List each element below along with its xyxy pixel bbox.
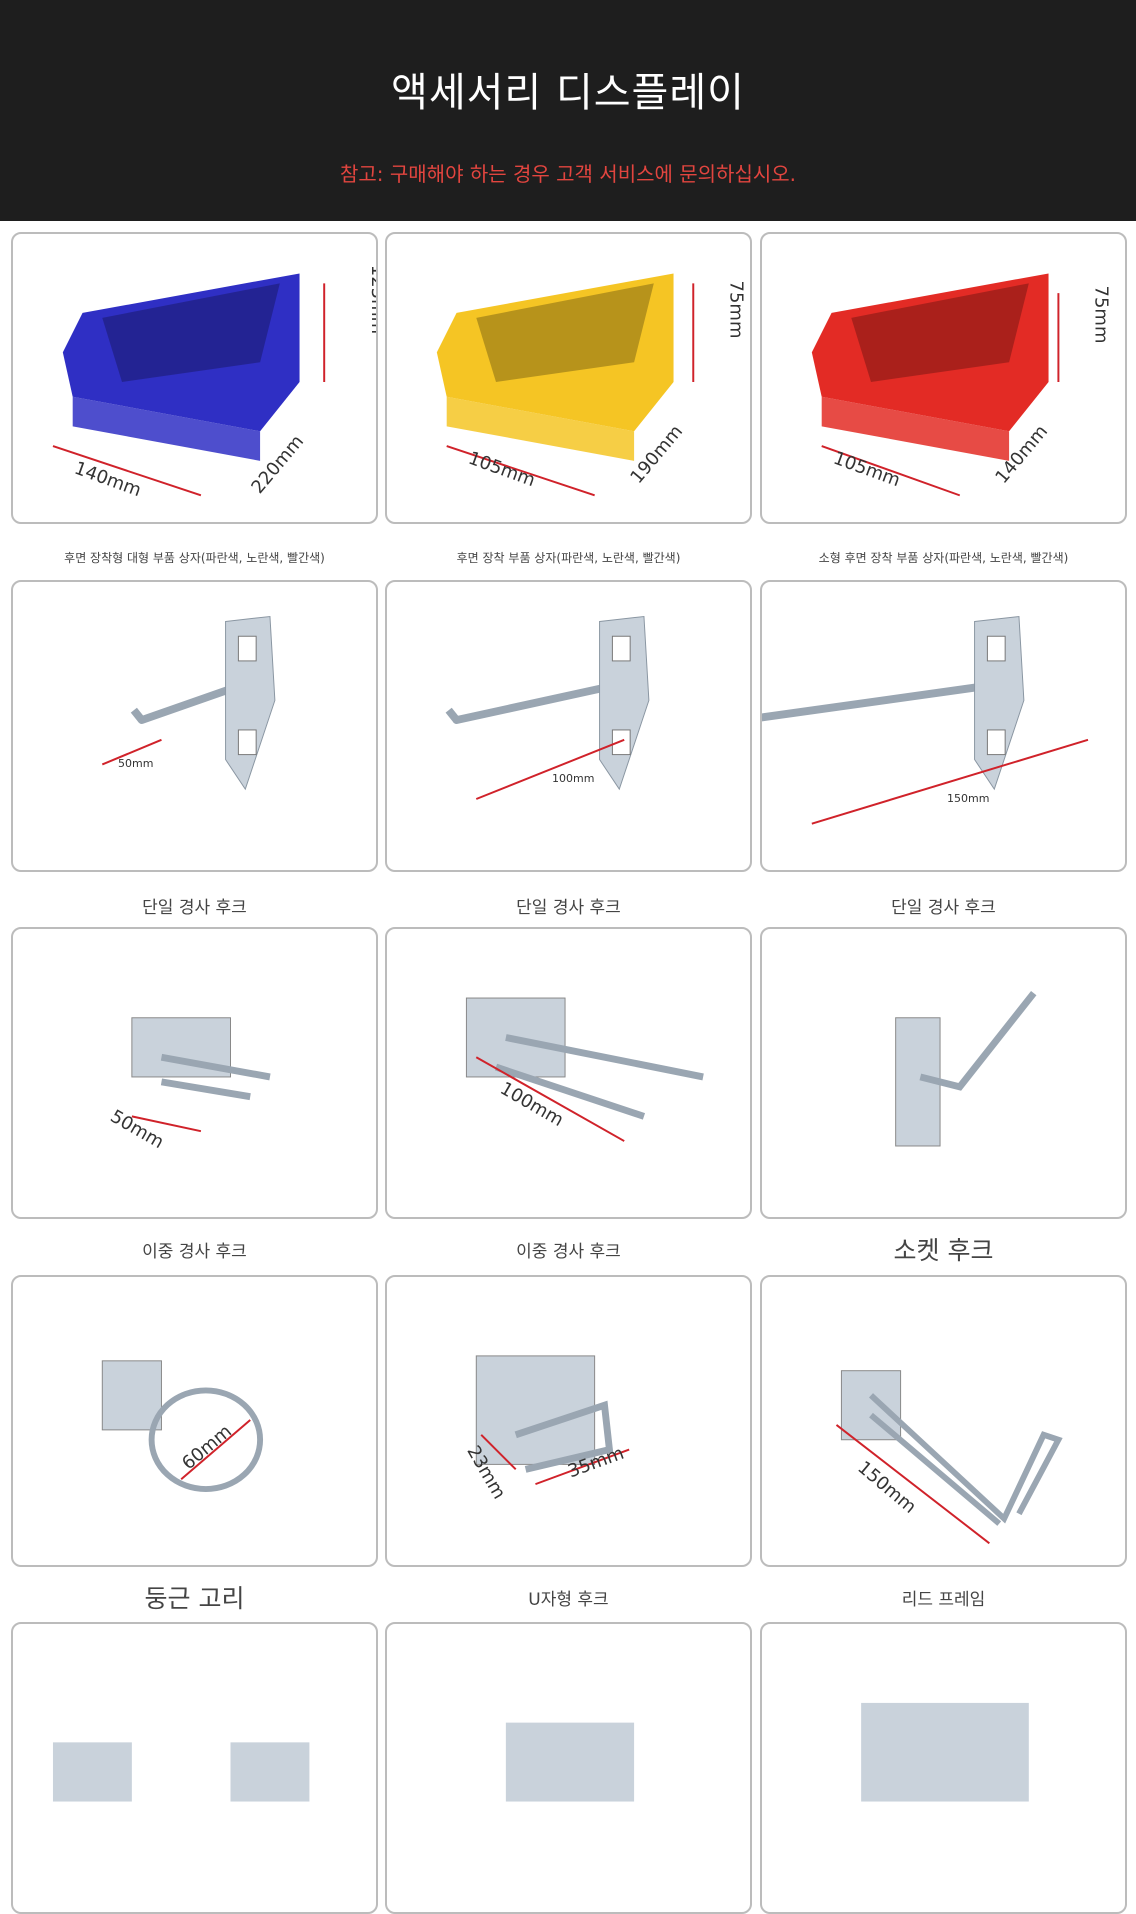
product-image [811,273,1060,497]
product-image [131,1017,271,1133]
dimension-label: 75mm [725,280,747,339]
product-image [505,1722,635,1802]
product-image [52,273,326,497]
product-image [445,615,650,800]
product-caption: 리드 프레임 [901,1590,986,1610]
product-card[interactable] [11,1622,378,1914]
product-image [475,1355,630,1486]
product-card[interactable]: 150mm [760,580,1127,872]
product-image [762,615,1089,825]
product-image [101,615,276,791]
product-image [835,1370,1063,1545]
product-caption: 단일 경사 후크 [891,898,996,918]
product-caption: 이중 경사 후크 [516,1242,621,1262]
product-card[interactable]: 150mm [760,1275,1127,1567]
product-caption: 둥근 고리 [144,1584,245,1613]
dimension-label: 125mm [367,264,378,335]
page-title: 액세서리 디스플레이 [391,70,745,116]
product-card[interactable] [760,1622,1127,1914]
product-card[interactable]: 60mm [11,1275,378,1567]
product-card[interactable] [385,1622,752,1914]
dimension-label: 50mm [118,757,154,770]
product-caption: 단일 경사 후크 [516,898,621,918]
dimension-label: 75mm [1090,285,1112,344]
product-card[interactable]: 50mm [11,927,378,1219]
product-card[interactable] [760,927,1127,1219]
product-caption: 후면 장착형 대형 부품 상자(파란색, 노란색, 빨간색) [64,551,325,565]
product-card[interactable]: 100mm [385,580,752,872]
product-image [101,1360,264,1493]
product-caption: 소형 후면 장착 부품 상자(파란색, 노란색, 빨간색) [818,551,1069,565]
product-caption: 단일 경사 후크 [142,898,247,918]
product-image [895,990,1037,1147]
purchase-note: 참고: 구매해야 하는 경우 고객 서비스에 문의하십시오. [339,162,797,186]
product-image [52,1742,310,1802]
product-card[interactable]: 50mm [11,580,378,872]
dimension-label: 150mm [947,792,990,805]
header-banner: 액세서리 디스플레이 참고: 구매해야 하는 경우 고객 서비스에 문의하십시오… [0,0,1136,221]
product-image [465,997,704,1142]
product-caption: 후면 장착 부품 상자(파란색, 노란색, 빨간색) [456,551,681,565]
product-image [861,1702,1029,1802]
product-caption: 소켓 후크 [893,1236,994,1265]
product-caption: U자형 후크 [528,1590,609,1610]
dimension-label: 100mm [552,772,595,785]
product-image [436,273,695,497]
product-caption: 이중 경사 후크 [142,1242,247,1262]
product-card[interactable]: 100mm [385,927,752,1219]
